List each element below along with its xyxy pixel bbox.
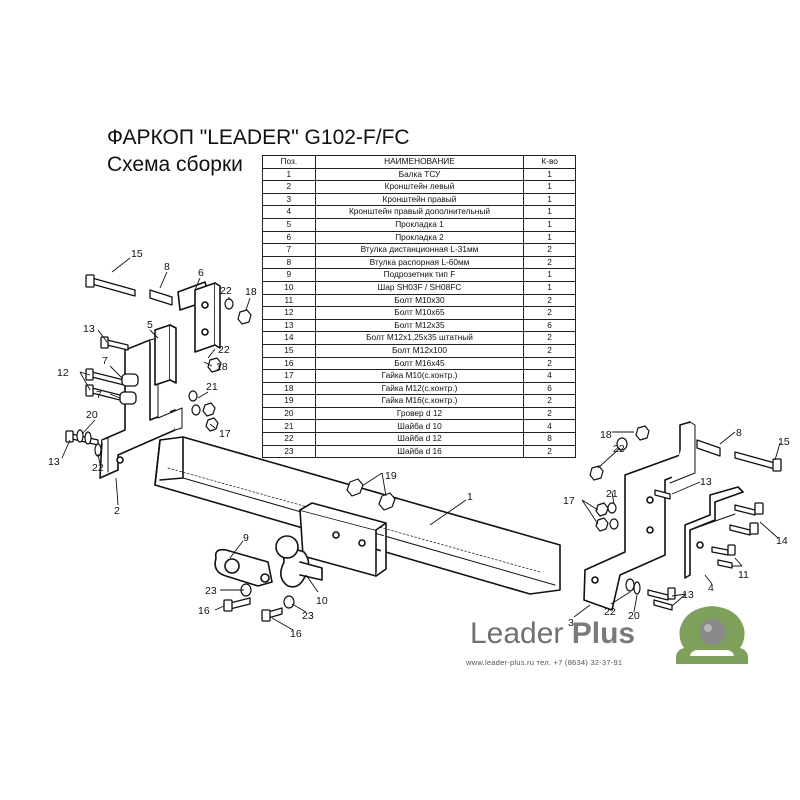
nuts-and-washers (76, 298, 650, 609)
callout-23-left: 23 (205, 585, 217, 597)
callout-22-right-top: 22 (613, 443, 625, 455)
callout-18-mid-left: 18 (216, 361, 228, 373)
callout-11: 11 (738, 569, 749, 581)
brand-name-bold: Plus (571, 617, 636, 650)
callout-22-mid-left: 22 (218, 344, 230, 356)
right-bracket (583, 421, 696, 611)
callout-13-right-top: 13 (700, 476, 712, 488)
brand-name-regular: Leader (470, 617, 572, 650)
row-name: Шайба d 16 (314, 444, 525, 459)
leader-lines (61, 257, 781, 631)
callout-22-right-lower: 22 (604, 606, 616, 618)
callout-22-top-left: 22 (220, 285, 232, 297)
callout-4: 4 (708, 582, 714, 594)
row-name: Болт М12х1,25х35 штатный (314, 331, 525, 345)
callout-20-left: 20 (86, 409, 98, 421)
callout-5: 5 (147, 319, 153, 331)
drawing-title: ФАРКОП "LEADER" G102-F/FC (107, 126, 410, 149)
right-additional-bracket (684, 486, 744, 579)
callout-21-right: 21 (606, 488, 618, 500)
callout-1: 1 (467, 491, 473, 503)
callout-13-left: 13 (83, 323, 95, 335)
row-position: 23 (262, 444, 316, 459)
callout-18-top-left: 18 (245, 286, 257, 298)
callout-16-right: 16 (290, 628, 302, 640)
brand-contacts: www.leader-plus.ru тел. +7 (8634) 32-37-… (466, 658, 623, 667)
callout-21-left: 21 (206, 381, 218, 393)
leader-plus-logo-icon (676, 606, 748, 664)
callout-10: 10 (316, 595, 328, 607)
callout-6: 6 (198, 267, 204, 279)
callout-2: 2 (114, 505, 120, 517)
row-quantity: 2 (523, 444, 576, 459)
callout-14: 14 (776, 535, 788, 547)
callout-15-left: 15 (131, 248, 143, 260)
callout-8-right: 8 (736, 427, 742, 439)
callout-7-lower: 7 (96, 389, 102, 401)
row-quantity: 1 (523, 217, 576, 232)
brand-name: Leader Plus (470, 617, 635, 651)
callout-8-left: 8 (164, 261, 170, 273)
callout-23-right: 23 (302, 610, 314, 622)
callout-13-right-lower: 13 (682, 589, 694, 601)
ball-mount-plate (299, 502, 387, 577)
callout-17-left: 17 (219, 428, 231, 440)
callout-22-lower-left: 22 (92, 462, 104, 474)
callout-labels: 15 8 6 22 18 13 5 22 18 7 12 7 21 17 20 … (48, 248, 790, 640)
tow-ball (275, 535, 323, 588)
callout-20-right: 20 (628, 610, 640, 622)
socket-bracket (214, 548, 273, 587)
callout-16-left: 16 (198, 605, 210, 617)
callout-19: 19 (385, 470, 397, 482)
callout-15-right: 15 (778, 436, 790, 448)
bolts (65, 274, 782, 622)
drawing-subtitle: Схема сборки (107, 153, 243, 176)
callout-9: 9 (243, 532, 249, 544)
left-upper-plate (194, 282, 221, 353)
callout-18-right: 18 (600, 429, 612, 441)
callout-3: 3 (568, 617, 574, 629)
callout-7-upper: 7 (102, 355, 108, 367)
parts-table-header: Поз. НАИМЕНОВАНИЕ К-во (262, 155, 576, 169)
callout-12: 12 (57, 367, 69, 379)
callout-13-lower-left: 13 (48, 456, 60, 468)
callout-17-right: 17 (563, 495, 575, 507)
